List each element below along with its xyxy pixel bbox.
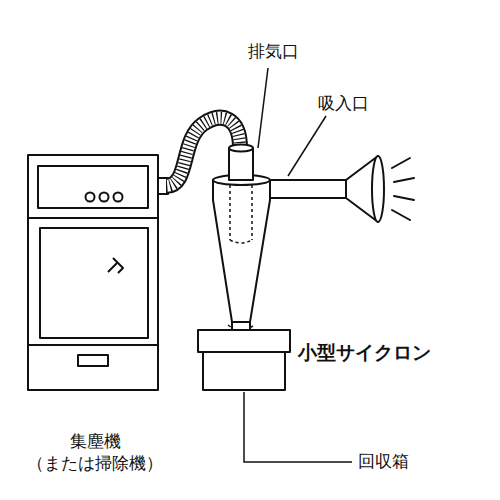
cone-neck [232,322,250,330]
drawer-handle [78,355,108,366]
part-label: 吸入口 [318,92,369,114]
collector-knob [86,193,95,202]
cyclone-body [213,180,270,322]
suction-rays [392,158,414,220]
collection-box [203,352,285,390]
hood-mouth [372,156,384,222]
part-label: 回収箱 [358,450,409,472]
collector-knob [100,193,109,202]
inlet-pipe [270,180,346,198]
part-label: 排気口 [248,40,299,62]
collector-panel [38,166,148,208]
exhaust-pipe [229,148,253,180]
leader-lines [244,68,352,462]
exhaust-pipe-top [229,145,253,152]
collector-drawer-line [28,344,158,346]
collector-knob [114,193,123,202]
collector-body [28,155,158,390]
device-title: 小型サイクロン [298,340,431,365]
machine-label: 集塵機 （または掃除機） [18,430,172,474]
collector-handle [108,258,123,273]
box-lid [198,330,290,352]
vortex-finder [230,185,252,243]
collector-door [40,228,148,338]
collector-panel-line [28,217,158,219]
